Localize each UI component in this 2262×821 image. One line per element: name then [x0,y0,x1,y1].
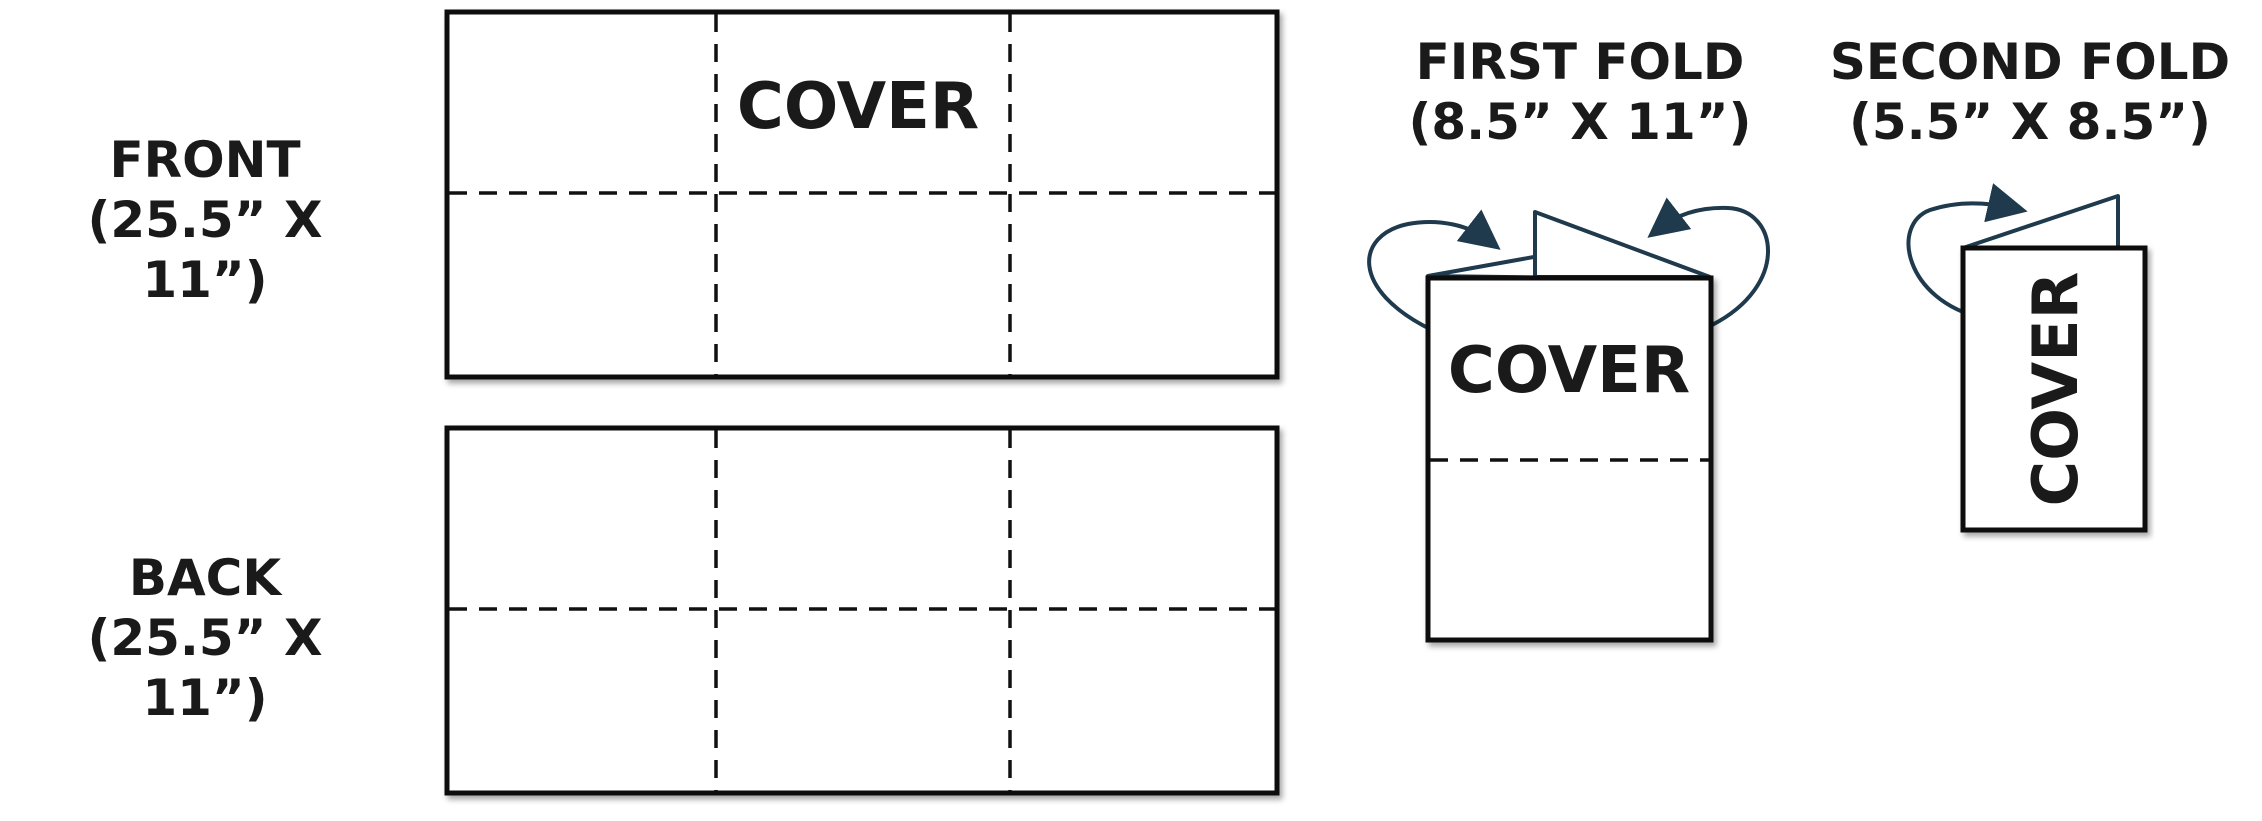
front-label: FRONT (25.5” X 11”) [20,130,390,310]
back-label: BACK (25.5” X 11”) [20,548,390,728]
back-sheet [444,425,1280,796]
first-fold-right-arrow-icon [1647,197,1770,327]
back-title: BACK [128,549,282,607]
first-fold-illustration: COVER [1367,197,1770,643]
second-fold-cover-text: COVER [2019,272,2092,507]
first-fold-title: FIRST FOLD [1415,33,1745,91]
back-size: (25.5” X 11”) [87,609,323,727]
first-fold-size: (8.5” X 11”) [1408,93,1752,151]
first-fold-right-flap [1533,210,1712,279]
front-title: FRONT [109,131,301,189]
second-fold-title: SECOND FOLD [1829,33,2231,91]
second-fold-arrow-icon [1906,183,2028,320]
second-fold-page [1960,245,2148,533]
second-fold-label: SECOND FOLD (5.5” X 8.5”) [1820,32,2240,152]
first-fold-label: FIRST FOLD (8.5” X 11”) [1380,32,1780,152]
first-fold-cover-text: COVER [1448,334,1690,408]
front-size: (25.5” X 11”) [87,191,323,309]
front-cover-text: COVER [737,70,979,144]
second-fold-size: (5.5” X 8.5”) [1849,93,2211,151]
front-sheet: COVER [444,9,1280,380]
first-fold-left-arrow-icon [1367,209,1501,332]
second-fold-illustration: COVER [1906,183,2148,533]
